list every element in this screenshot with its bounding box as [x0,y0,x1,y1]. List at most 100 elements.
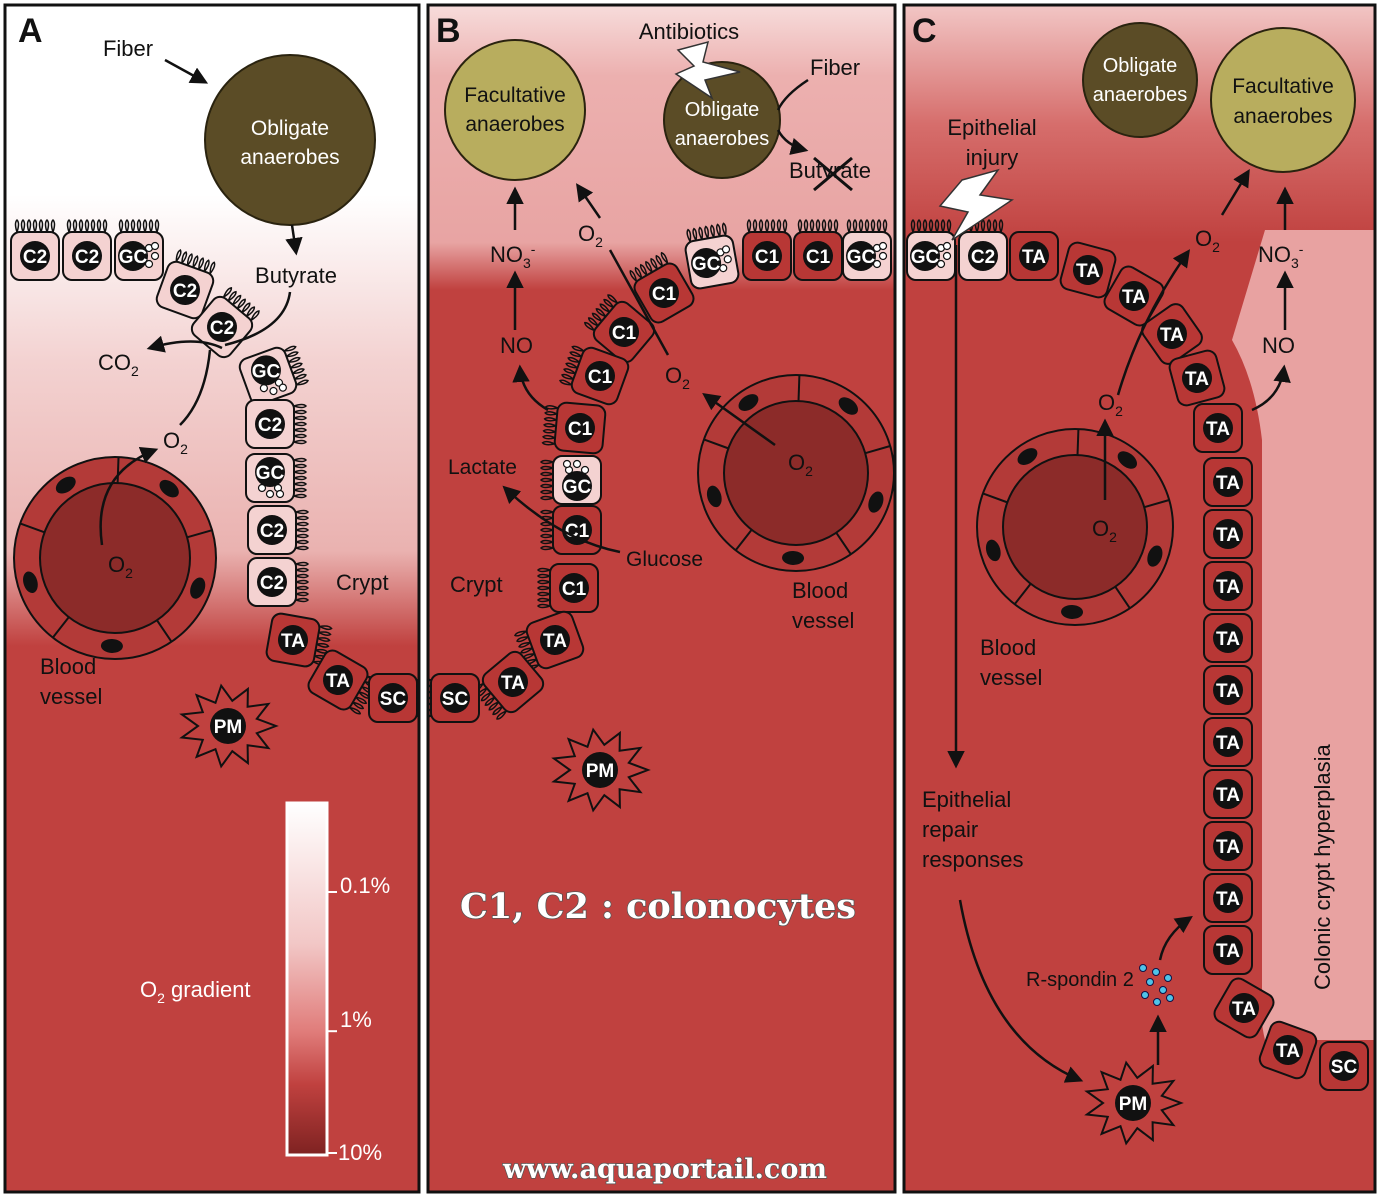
vessel-a-endothelial-nucleus [100,638,123,653]
vessel-c-cell-border [982,492,1008,504]
cell-c-bot-1: TA [1258,1020,1318,1080]
o2-label-a-top: O2 [163,428,188,457]
vessel-a-cell-border [19,522,45,534]
repair-label-c-3: responses [922,847,1024,872]
obligate-anaerobes-circle-b [663,61,781,179]
cell-c-col-9-nucleus [1213,935,1243,965]
cell-b-2-label: C1 [755,247,780,268]
vessel-c-endothelial-nucleus [985,539,1001,562]
cell-c-top-5-label: TA [1160,325,1184,346]
obligate-label-c-1: Obligate [1103,55,1178,77]
o2-label-c-vessel: O2 [1092,516,1117,545]
lightning-icon-injury [938,168,1015,241]
cell-a-8-microvilli [295,509,310,551]
rspondin-dot [1152,968,1160,976]
o2-arrow-c-mid [1116,249,1191,396]
o2-label-b-top: O2 [578,221,603,250]
cell-a-9: C2 [247,557,310,607]
cell-c-top-3: TA [1059,241,1117,299]
o2-path-b [608,249,670,356]
rspondin-dot [1141,991,1149,999]
cell-c-col-6: TA [1203,769,1253,819]
cell-c-top-4-nucleus [1119,281,1149,311]
cell-a-6-microvilli [293,403,308,445]
cell-b-3-label: GC [692,254,721,275]
cell-a-10-nucleus [278,625,308,655]
cell-b-13-nucleus [440,683,470,713]
vessel-b-endothelial-nucleus [706,485,722,508]
cell-a-4-label: C2 [210,318,234,339]
cell-a-8-label: C2 [260,521,284,542]
facultative-anaerobes-circle-b [444,39,586,181]
cell-c-col-5-nucleus [1213,727,1243,757]
cell-c-top-0: GC [906,218,956,281]
vessel-c-endothelial-nucleus [1117,451,1138,469]
cell-a-8-nucleus [257,515,287,545]
legend-tick-1: 1% [340,1007,372,1032]
cell-b-6-nucleus [585,361,615,391]
granule-icon [721,245,731,254]
granule-icon [572,459,582,469]
vessel-c-cell-border [1076,429,1080,456]
blood-vessel-label-b-1: Blood [792,578,848,603]
panel-b-border [426,3,897,1194]
vessel-c-endothelial-nucleus [1147,545,1163,567]
cell-a-7: GC [245,453,308,503]
crypt-label-a: Crypt [336,570,389,595]
cell-b-1: C1 [793,218,843,281]
cell-b-10-nucleus [559,573,589,603]
cell-c-top-0-microvilli [910,218,952,233]
pm-cell-b: PM [551,727,651,813]
cell-a-5-microvilli [283,345,309,386]
cell-c-col-2-nucleus [1213,571,1243,601]
fiber-label-b: Fiber [810,55,860,80]
cell-a-5-nucleus [250,355,281,386]
cell-a-1-nucleus [72,241,102,271]
cell-b-13: SC [428,673,480,723]
pm-b-label: PM [586,761,615,782]
cell-c-col-2: TA [1203,561,1253,611]
cell-b-8-microvilli [539,459,554,501]
blood-vessel-a [13,456,217,660]
no-label-c: NO [1262,333,1295,358]
cell-c-col-8-nucleus [1213,883,1243,913]
facultative-label-c-1: Facultative [1232,75,1334,98]
cell-b-8-nucleus [562,471,592,501]
o2-label-c-top: O2 [1195,226,1220,255]
repair-label-c-2: repair [922,817,978,842]
fiber-arrow-a [164,58,209,84]
repair-label-c-1: Epithelial [922,787,1011,812]
cell-b-3-microvilli [686,222,727,242]
vessel-a-cell-border [156,619,173,643]
obligate-label-b-2: anaerobes [675,128,770,150]
pm-a-label: PM [214,717,243,738]
o2-arrow-c-top [1220,169,1250,216]
o2-label-b-vessel: O2 [788,450,813,479]
cell-b-10-label: C1 [562,579,587,600]
cell-c-col-0-label: TA [1216,473,1240,494]
granule-icon [878,241,888,251]
vessel-b-cell-border [864,445,891,455]
vessel-a-endothelial-nucleus [159,479,179,498]
rspondin-dot [1153,998,1161,1006]
vessel-a-endothelial-nucleus [190,577,206,599]
cell-c-col-0-nucleus [1213,467,1243,497]
granule-icon [275,489,285,499]
blood-vessel-label-c-2: vessel [980,665,1042,690]
panel-b-background [428,5,895,1192]
cell-b-8-label: GC [563,477,592,498]
crypt-label-b: Crypt [450,572,503,597]
vessel-a-cell-border [52,616,70,639]
vessel-c-cell-border [1143,499,1170,509]
cell-b-0-label: GC [847,247,876,268]
cell-c-bot-1-nucleus [1273,1035,1303,1065]
cell-a-0-label: C2 [23,247,47,268]
cell-a-6-nucleus [255,409,285,439]
blood-vessel-label-a-2: vessel [40,684,102,709]
cell-c-top-6: TA [1168,349,1226,407]
